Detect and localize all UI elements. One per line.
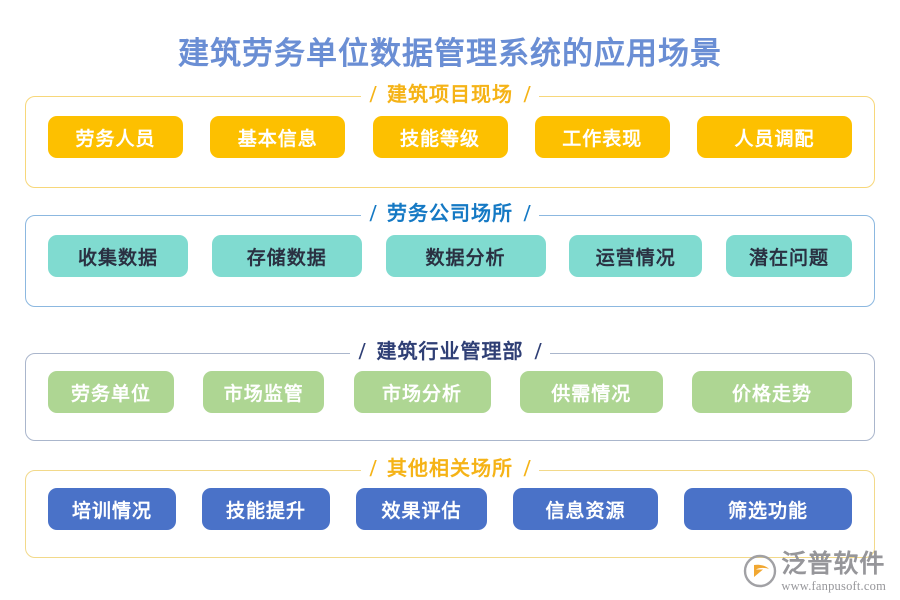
pill-item[interactable]: 数据分析 (385, 235, 546, 277)
pill-row: 劳务人员 基本信息 技能等级 工作表现 人员调配 (26, 97, 874, 177)
section-labor-company: / 劳务公司场所 / 收集数据 存储数据 数据分析 运营情况 潜在问题 (25, 201, 875, 307)
fanpu-swoosh-logo-icon (743, 554, 777, 588)
pill-item[interactable]: 技能提升 (202, 488, 330, 530)
pill-item[interactable]: 存储数据 (211, 235, 362, 277)
watermark-name: 泛普软件 (781, 550, 886, 578)
pill-item[interactable]: 效果评估 (356, 488, 487, 530)
pill-item[interactable]: 市场分析 (353, 371, 491, 413)
pill-row: 劳务单位 市场监管 市场分析 供需情况 价格走势 (26, 354, 874, 430)
pill-item[interactable]: 信息资源 (513, 488, 658, 530)
watermark-url: www.fanpusoft.com (781, 578, 886, 593)
watermark-logo: 泛普软件 www.fanpusoft.com (743, 552, 886, 593)
section-other-scenarios: / 其他相关场所 / 培训情况 技能提升 效果评估 信息资源 筛选功能 (25, 456, 875, 558)
pill-row: 收集数据 存储数据 数据分析 运营情况 潜在问题 (26, 216, 874, 296)
pill-item[interactable]: 人员调配 (697, 116, 852, 158)
pill-item[interactable]: 市场监管 (203, 371, 325, 413)
pill-item[interactable]: 供需情况 (519, 371, 663, 413)
pill-item[interactable]: 筛选功能 (684, 488, 852, 530)
pill-item[interactable]: 劳务人员 (48, 116, 183, 158)
pill-item[interactable]: 运营情况 (569, 235, 703, 277)
section-industry-admin: / 建筑行业管理部 / 劳务单位 市场监管 市场分析 供需情况 价格走势 (25, 339, 875, 441)
pill-item[interactable]: 技能等级 (372, 116, 508, 158)
pill-item[interactable]: 基本信息 (210, 116, 346, 158)
pill-item[interactable]: 价格走势 (692, 371, 852, 413)
section-construction-site: / 建筑项目现场 / 劳务人员 基本信息 技能等级 工作表现 人员调配 (25, 82, 875, 188)
pill-row: 培训情况 技能提升 效果评估 信息资源 筛选功能 (26, 471, 874, 547)
pill-item[interactable]: 收集数据 (48, 235, 188, 277)
pill-item[interactable]: 培训情况 (48, 488, 176, 530)
page-title: 建筑劳务单位数据管理系统的应用场景 (178, 36, 722, 71)
pill-item[interactable]: 工作表现 (534, 116, 670, 158)
pill-item[interactable]: 劳务单位 (48, 371, 174, 413)
pill-item[interactable]: 潜在问题 (726, 235, 852, 277)
